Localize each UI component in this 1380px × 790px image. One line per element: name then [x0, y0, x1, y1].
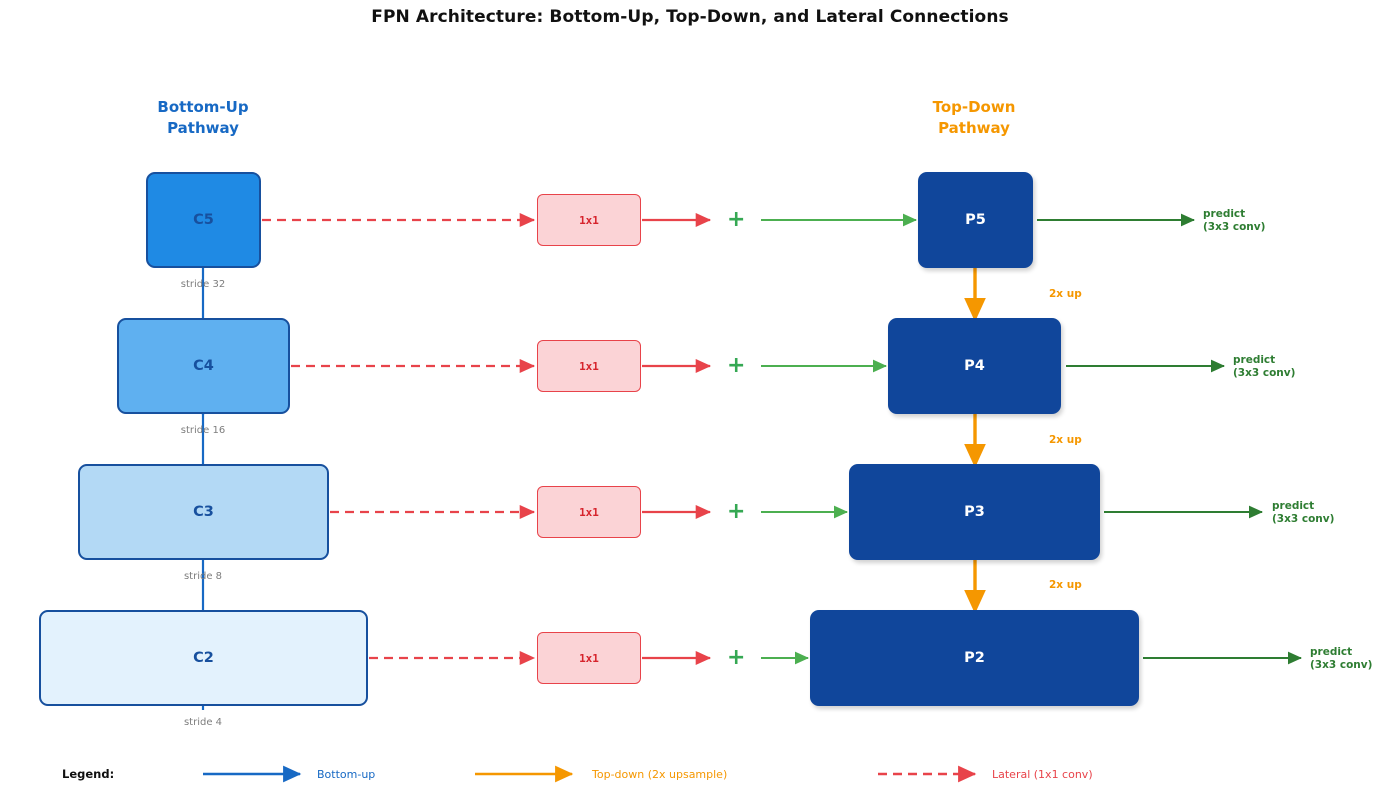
merge-plus-p4: + [727, 353, 746, 378]
backbone-box-c3-label: C3 [193, 504, 214, 520]
stride-label-c4: stride 16 [180, 425, 226, 436]
stride-label-c2: stride 4 [183, 717, 223, 728]
backbone-box-c5-label: C5 [193, 212, 214, 228]
pyramid-box-p3-label: P3 [964, 504, 985, 520]
predict-label-p5: predict (3x3 conv) [1203, 208, 1266, 233]
backbone-box-c2[interactable]: C2 [39, 610, 368, 706]
lateral-arrows-out [642, 212, 712, 666]
page-title: FPN Architecture: Bottom-Up, Top-Down, a… [371, 7, 1009, 27]
predict-label-p4: predict (3x3 conv) [1233, 354, 1296, 379]
legend-label-top-down: Top-down (2x upsample) [592, 768, 728, 781]
merge-plus-p3: + [727, 499, 746, 524]
legend-label-bottom-up: Bottom-up [317, 768, 376, 781]
legend-label-lateral: Lateral (1x1 conv) [992, 768, 1093, 781]
stride-label-c5: stride 32 [180, 279, 226, 290]
stride-label-c3: stride 8 [183, 571, 223, 582]
backbone-box-c2-label: C2 [193, 650, 214, 666]
upsample-label-p4-p3: 2x up [1049, 434, 1082, 446]
merge-arrows [761, 213, 917, 665]
top-down-pathway-header: Top-Down Pathway [932, 98, 1016, 137]
pyramid-box-p2[interactable]: P2 [810, 610, 1139, 706]
pyramid-box-p3[interactable]: P3 [849, 464, 1100, 560]
backbone-box-c4-label: C4 [193, 358, 214, 374]
pyramid-box-p5-label: P5 [965, 212, 986, 228]
legend-title: Legend: [62, 767, 115, 781]
lateral-conv-box-c3[interactable]: 1x1 [537, 486, 641, 538]
pyramid-box-p5[interactable]: P5 [918, 172, 1033, 268]
lateral-arrows-in [262, 212, 536, 666]
backbone-box-c5[interactable]: C5 [146, 172, 261, 268]
predict-label-p3: predict (3x3 conv) [1272, 500, 1335, 525]
backbone-box-c4[interactable]: C4 [117, 318, 290, 414]
upsample-label-p5-p4: 2x up [1049, 288, 1082, 300]
lateral-conv-box-c4-label: 1x1 [579, 359, 599, 373]
merge-plus-p5: + [727, 207, 746, 232]
lateral-conv-box-c2[interactable]: 1x1 [537, 632, 641, 684]
lateral-conv-box-c5[interactable]: 1x1 [537, 194, 641, 246]
bottom-up-pathway-header: Bottom-Up Pathway [157, 98, 249, 137]
pyramid-box-p2-label: P2 [964, 650, 985, 666]
lateral-conv-box-c5-label: 1x1 [579, 213, 599, 227]
predict-label-p2: predict (3x3 conv) [1310, 646, 1373, 671]
lateral-conv-box-c4[interactable]: 1x1 [537, 340, 641, 392]
upsample-label-p3-p2: 2x up [1049, 579, 1082, 591]
pyramid-box-p4[interactable]: P4 [888, 318, 1061, 414]
lateral-conv-box-c2-label: 1x1 [579, 651, 599, 665]
backbone-box-c3[interactable]: C3 [78, 464, 329, 560]
lateral-conv-box-c3-label: 1x1 [579, 505, 599, 519]
merge-plus-p2: + [727, 645, 746, 670]
pyramid-box-p4-label: P4 [964, 358, 985, 374]
predict-arrows [1037, 213, 1302, 665]
